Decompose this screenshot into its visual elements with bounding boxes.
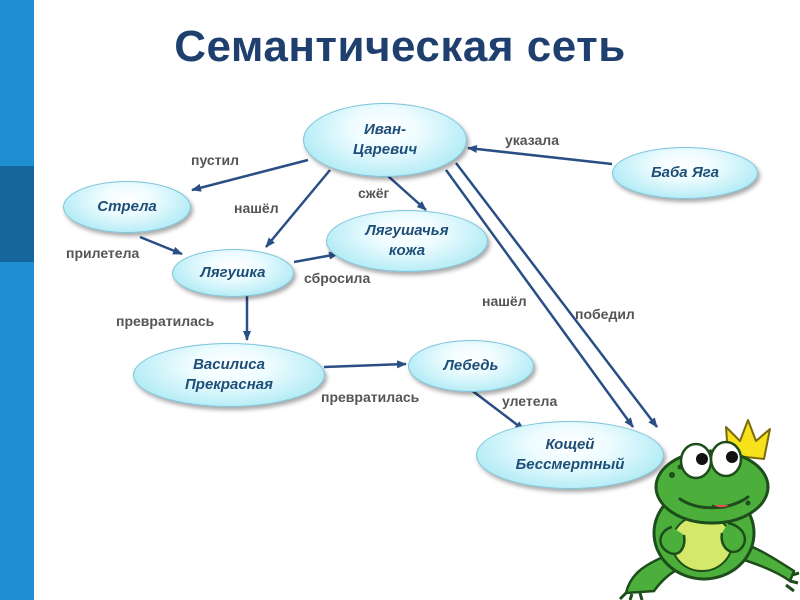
node-lyagushachya-kozha: Лягушачья кожа <box>326 210 488 272</box>
node-ivan-tsarevich: Иван- Царевич <box>303 103 467 177</box>
node-baba-yaga: Баба Яга <box>612 147 758 199</box>
side-accent-block <box>0 166 34 262</box>
frog-prince-illustration <box>618 419 800 600</box>
label-ukazala: указала <box>505 132 559 148</box>
arrow-strela-lyagushka <box>139 235 183 256</box>
node-vasilisa-prekrasnaya: Василиса Прекрасная <box>133 343 325 407</box>
node-lyagushka: Лягушка <box>172 249 294 297</box>
side-accent-bar <box>0 0 34 600</box>
arrow-babayaga-ivan <box>467 145 613 166</box>
label-nashel-koshchei: нашёл <box>482 293 527 309</box>
arrow-lebed-koshchei <box>469 388 525 431</box>
label-pustil: пустил <box>191 152 240 168</box>
label-prevratilas-vasilisa: превратилась <box>116 313 215 329</box>
label-sbrosila: сбросила <box>304 270 371 286</box>
arrow-ivan-strela <box>191 158 309 192</box>
label-szheg: сжёг <box>358 185 390 201</box>
arrow-ivan-koshchei-1 <box>444 169 635 428</box>
frog-right-eye <box>709 440 743 478</box>
node-strela: Стрела <box>63 181 191 233</box>
label-uletela: улетела <box>502 393 558 409</box>
arrow-vasilisa-lebed <box>323 360 407 369</box>
label-prevratilas-lebed: превратилась <box>321 389 420 405</box>
label-priletela: прилетела <box>66 245 140 261</box>
page-title: Семантическая сеть <box>174 22 626 71</box>
node-lebed: Лебедь <box>408 340 534 392</box>
label-nashel-lyagushka: нашёл <box>234 200 279 216</box>
arrow-lyagushka-kozha <box>293 251 339 264</box>
arrow-ivan-lyagushka <box>265 169 331 248</box>
arrow-ivan-kozha <box>387 175 427 211</box>
arrow-ivan-koshchei-2 <box>455 162 658 428</box>
label-pobedil: победил <box>575 306 635 322</box>
node-koshchei-bessmertny: Кощей Бессмертный <box>476 421 664 489</box>
